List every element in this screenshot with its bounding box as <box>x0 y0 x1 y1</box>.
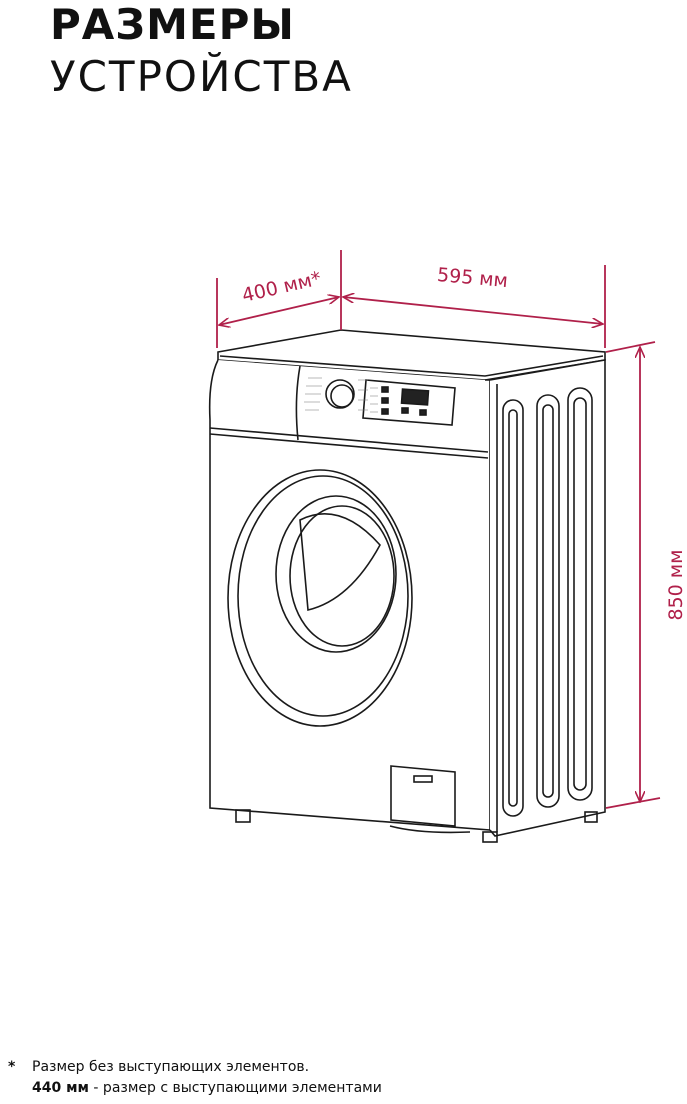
title-line-2: УСТРОЙСТВА <box>50 52 353 101</box>
width-arrow <box>343 297 603 324</box>
footnote-bold-value: 440 мм <box>32 1080 89 1096</box>
dimension-lines <box>216 250 661 809</box>
height-label: 850 мм <box>665 550 687 621</box>
footnote-line-1: * Размер без выступающих элементов. <box>8 1059 309 1075</box>
washing-machine <box>208 329 606 843</box>
title-line-1: РАЗМЕРЫ <box>50 0 295 49</box>
width-label: 595 мм <box>436 264 509 292</box>
footnote-marker: * <box>8 1059 16 1075</box>
footnote-text-2: - размер с выступающими элементами <box>88 1080 382 1096</box>
height-extension-bottom <box>605 797 661 809</box>
footnote-line-2: 440 мм - размер с выступающими элементам… <box>32 1080 382 1096</box>
depth-arrow <box>219 297 339 325</box>
depth-label: 400 мм* <box>240 267 323 307</box>
height-extension-top <box>605 341 656 353</box>
footnote-text-1: Размер без выступающих элементов. <box>32 1059 310 1075</box>
